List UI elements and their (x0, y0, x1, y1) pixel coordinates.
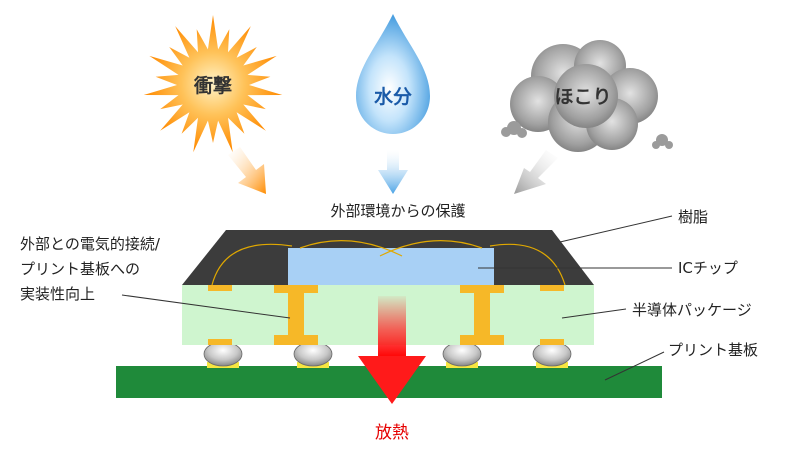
water-drop-icon: 水分 (356, 14, 430, 134)
left-label-line-1: 外部との電気的接続/ (20, 235, 161, 253)
dust-arrow-icon (514, 150, 558, 194)
leader-line-package (561, 308, 627, 319)
shock-arrow-icon (228, 147, 266, 194)
leader-line-resin (559, 215, 673, 243)
left-label-line-3: 実装性向上 (20, 285, 95, 303)
leader-line-connection (121, 294, 291, 319)
moisture-arrow-icon (378, 150, 408, 194)
electrical-connection-label: 外部との電気的接続/ プリント基板への 実装性向上 (20, 235, 161, 303)
ic-chip-label: ICチップ (678, 259, 738, 277)
bond-wires (211, 240, 566, 286)
moisture-label: 水分 (374, 86, 412, 108)
package-label: 半導体パッケージ (632, 301, 752, 319)
pcb-label: プリント基板 (668, 341, 758, 359)
shock-burst-icon: 衝撃 (143, 15, 283, 153)
dust-label: ほこり (554, 86, 611, 108)
package-leads (208, 285, 564, 345)
dust-cloud-icon: ほこり (501, 40, 673, 152)
ic-chip (288, 248, 494, 285)
leader-line-pcb (604, 351, 665, 381)
left-label-line-2: プリント基板への (20, 260, 140, 278)
shock-label: 衝撃 (193, 74, 232, 97)
resin-label: 樹脂 (678, 208, 708, 226)
protection-label: 外部環境からの保護 (330, 202, 465, 220)
heat-label: 放熱 (375, 423, 409, 443)
heat-arrow-icon (358, 296, 426, 404)
